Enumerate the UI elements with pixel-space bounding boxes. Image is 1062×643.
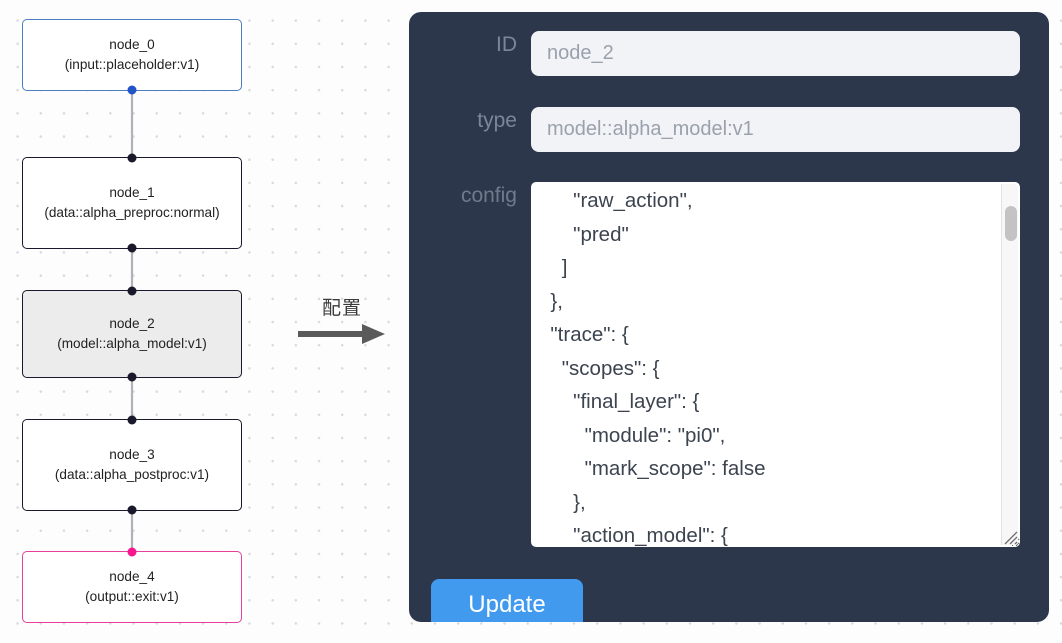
- node-config-panel: ID type config "raw_action", "pred" ] },…: [409, 12, 1049, 622]
- flow-node-node_4[interactable]: node_4 (output::exit:v1): [22, 547, 242, 623]
- field-row-id: ID: [409, 31, 1049, 76]
- flow-node-label: node_3 (data::alpha_postproc:v1): [54, 447, 210, 482]
- node-handle-bottom-icon[interactable]: [127, 243, 137, 253]
- id-input[interactable]: [531, 31, 1020, 76]
- type-input[interactable]: [531, 107, 1020, 152]
- transition-arrow-group: 配置: [292, 296, 392, 353]
- flow-node-node_3[interactable]: node_3 (data::alpha_postproc:v1): [22, 415, 242, 515]
- node-handle-bottom-icon[interactable]: [127, 85, 137, 95]
- flow-node-label: node_2 (model::alpha_model:v1): [57, 316, 207, 351]
- flow-node-label: node_4 (output::exit:v1): [85, 569, 179, 604]
- right-arrow-icon: [298, 324, 385, 344]
- flow-node-node_1[interactable]: node_1 (data::alpha_preproc:normal): [22, 153, 242, 253]
- config-textarea-wrapper: "raw_action", "pred" ] }, "trace": { "sc…: [531, 182, 1020, 547]
- flow-node-node_2[interactable]: node_2 (model::alpha_model:v1): [22, 286, 242, 382]
- config-textarea[interactable]: "raw_action", "pred" ] }, "trace": { "sc…: [531, 182, 1020, 547]
- update-button[interactable]: Update: [431, 579, 583, 622]
- field-row-type: type: [409, 107, 1049, 152]
- config-textarea-scrollbar[interactable]: [1001, 184, 1018, 545]
- node-handle-top-icon[interactable]: [127, 153, 137, 163]
- flow-node-label: node_0 (input::placeholder:v1): [64, 37, 200, 72]
- id-field-label: ID: [496, 33, 517, 56]
- config-field-label: config: [460, 184, 517, 207]
- node-handle-top-icon[interactable]: [127, 415, 137, 425]
- type-field-label: type: [477, 109, 517, 132]
- node-handle-top-icon[interactable]: [127, 547, 137, 557]
- node-handle-bottom-icon[interactable]: [127, 372, 137, 382]
- node-handle-top-icon[interactable]: [127, 286, 137, 296]
- node-handle-bottom-icon[interactable]: [127, 505, 137, 515]
- flow-node-label: node_1 (data::alpha_preproc:normal): [44, 185, 220, 220]
- arrow-caption: 配置: [321, 297, 362, 319]
- config-textarea-scrollbar-thumb[interactable]: [1005, 206, 1017, 241]
- field-row-config: config "raw_action", "pred" ] }, "trace"…: [409, 182, 1049, 547]
- flow-node-node_0[interactable]: node_0 (input::placeholder:v1): [22, 19, 242, 95]
